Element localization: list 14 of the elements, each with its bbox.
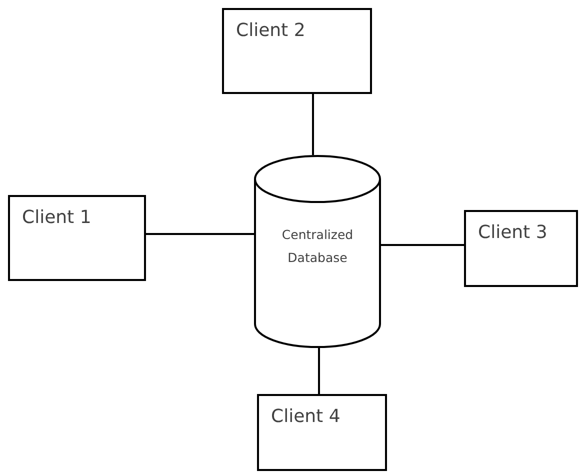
connector-line: [146, 233, 254, 235]
client-label: Client 1: [22, 207, 92, 228]
connector-line: [381, 244, 464, 246]
database-label: Centralized Database: [280, 226, 354, 267]
client-box: [257, 394, 387, 471]
client-label: Client 4: [271, 406, 340, 427]
database-cylinder: [254, 155, 381, 348]
client-box: [464, 210, 578, 287]
client-box: [222, 8, 372, 94]
client-box: [8, 195, 146, 281]
connector-line: [318, 348, 320, 394]
client-label: Client 2: [236, 20, 306, 41]
connector-line: [312, 94, 314, 155]
client-label: Client 3: [478, 222, 548, 243]
